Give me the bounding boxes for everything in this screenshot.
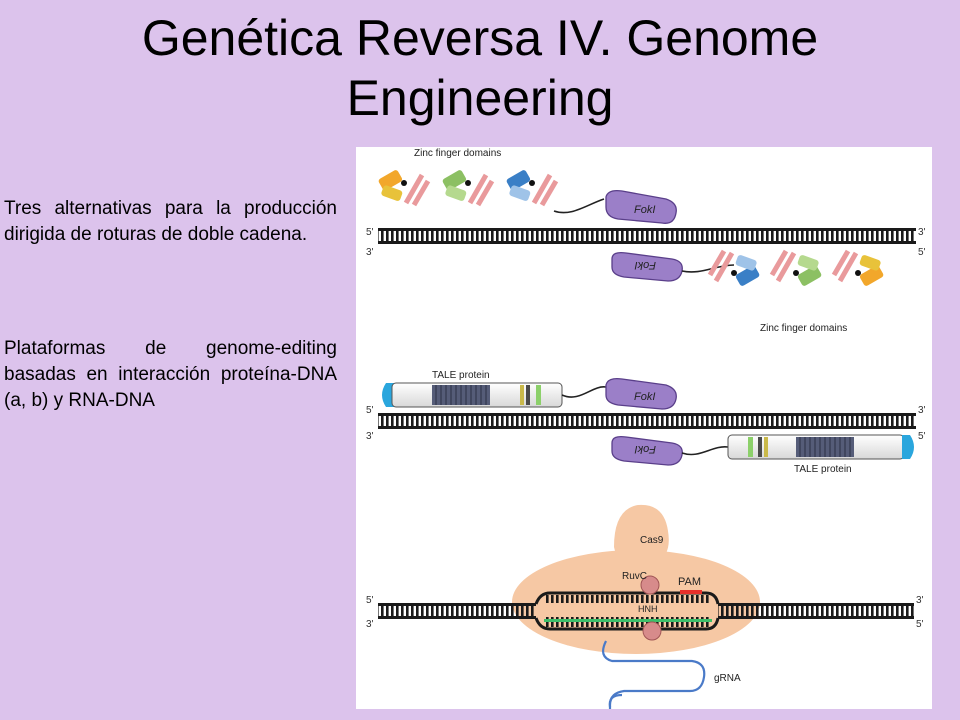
ruvc-label: RuvC bbox=[622, 571, 647, 582]
guide-rna: gRNA bbox=[601, 640, 741, 709]
fokI-label-tale-bottom: FokI bbox=[635, 443, 656, 455]
prime-3-b-bottom: 3' bbox=[366, 431, 374, 442]
grna-label: gRNA bbox=[714, 673, 741, 684]
zinc-finger-label-top: Zinc finger domains bbox=[414, 148, 501, 159]
prime-5-c-bottom: 5' bbox=[916, 619, 924, 630]
prime-5-a-top: 5' bbox=[366, 227, 374, 238]
fokI-tale-top: FokI bbox=[605, 377, 677, 410]
cas9-label: Cas9 bbox=[640, 535, 664, 546]
prime-3-c-top: 3' bbox=[916, 595, 924, 606]
title-line-1: Genética Reversa IV. Genome bbox=[141, 10, 819, 66]
zinc-finger-array-bottom bbox=[707, 249, 884, 286]
fokI-label-bottom: FokI bbox=[635, 259, 656, 271]
dna-duplex-a bbox=[378, 228, 916, 244]
paragraph-intro: Tres alternativas para la producción dir… bbox=[4, 198, 337, 245]
prime-3-b-top: 3' bbox=[918, 405, 926, 416]
tale-label-top: TALE protein bbox=[432, 370, 490, 381]
slide-title: Genética Reversa IV. Genome Engineering bbox=[0, 8, 960, 128]
figure-svg: Zinc finger domains FokI 5' 3' bbox=[366, 148, 926, 709]
paragraph-platforms: Plataformas de genome-editing basadas en… bbox=[4, 338, 337, 411]
ruvc-domain: RuvC bbox=[622, 571, 660, 595]
tale-protein-bottom bbox=[727, 434, 914, 460]
zinc-finger-array-top bbox=[378, 170, 605, 214]
hnh-label: HNH bbox=[638, 604, 658, 614]
prime-5-a-bottom: 5' bbox=[918, 247, 926, 258]
fokI-label-tale-top: FokI bbox=[634, 391, 655, 403]
prime-3-c-bottom: 3' bbox=[366, 619, 374, 630]
fokI-top: FokI bbox=[605, 189, 677, 224]
prime-5-b-top: 5' bbox=[366, 405, 374, 416]
title-line-2: Engineering bbox=[346, 70, 614, 126]
fokI-bottom: FokI bbox=[611, 251, 735, 282]
fokI-tale-bottom: FokI bbox=[611, 435, 729, 466]
zinc-finger-label-bottom: Zinc finger domains bbox=[760, 323, 847, 334]
prime-3-a-bottom: 3' bbox=[366, 247, 374, 258]
tale-label-bottom: TALE protein bbox=[794, 464, 852, 475]
tale-protein-top bbox=[382, 382, 607, 408]
prime-5-c-top: 5' bbox=[366, 595, 374, 606]
pam-site: PAM bbox=[678, 576, 702, 594]
prime-3-a-top: 3' bbox=[918, 227, 926, 238]
fokI-label-top: FokI bbox=[634, 204, 655, 216]
dna-duplex-c bbox=[378, 591, 914, 631]
prime-5-b-bottom: 5' bbox=[918, 431, 926, 442]
genome-editing-figure: Zinc finger domains FokI 5' 3' bbox=[356, 147, 932, 709]
pam-label: PAM bbox=[678, 576, 701, 588]
dna-duplex-b bbox=[378, 413, 916, 429]
hnh-domain: HNH bbox=[638, 604, 662, 641]
